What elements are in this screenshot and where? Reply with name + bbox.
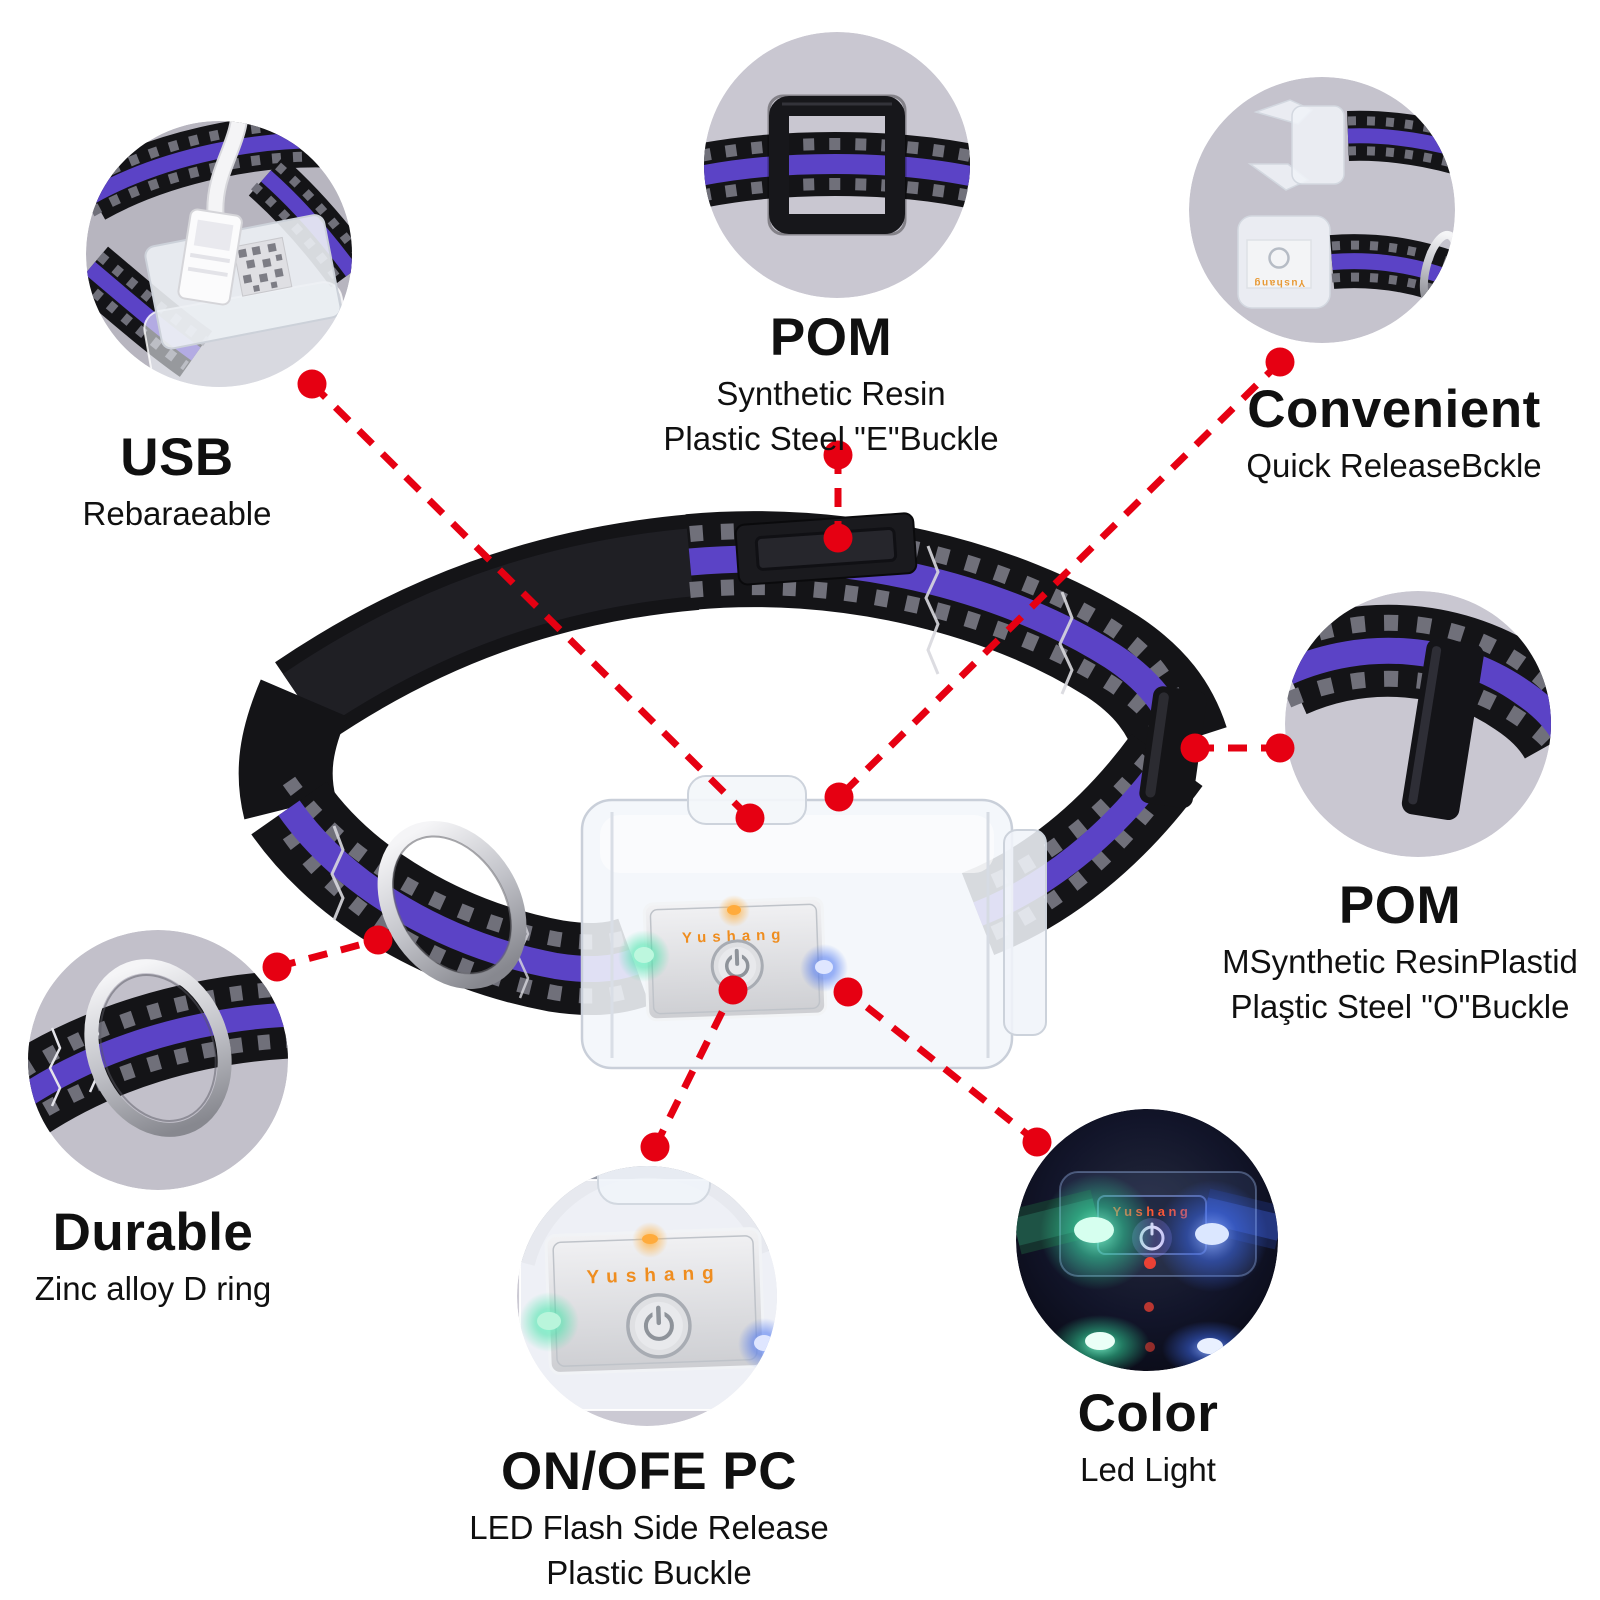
power-icon bbox=[1268, 247, 1290, 269]
leader-dot bbox=[262, 952, 292, 982]
usb-plug bbox=[177, 121, 249, 306]
power-icon bbox=[643, 1305, 674, 1341]
collar-strap-sheen bbox=[282, 528, 698, 731]
stitch-zigzag bbox=[48, 1027, 62, 1107]
leader-dots bbox=[262, 347, 1295, 1162]
usb-module bbox=[144, 214, 342, 350]
callout-pom-top-line1: Synthetic Resin bbox=[716, 375, 946, 413]
stitch-zigzag bbox=[1058, 591, 1074, 695]
male-buckle-half bbox=[1247, 99, 1345, 191]
brand-text: Yushang bbox=[682, 926, 787, 947]
callout-on-off-title: ON/OFE PC bbox=[500, 1442, 798, 1501]
callout-color: Color Led Light bbox=[1078, 1384, 1219, 1492]
inset-pom-slider-photo bbox=[704, 32, 970, 298]
usb-cable bbox=[208, 121, 247, 224]
leader-dot bbox=[823, 440, 853, 470]
leader-dot bbox=[824, 782, 854, 812]
brand-text-flipped: Yushang bbox=[1253, 277, 1305, 288]
blue-led bbox=[754, 1335, 774, 1351]
callout-durable-subtitle: Zinc alloy D ring bbox=[34, 1270, 272, 1308]
leader-line-convenient bbox=[836, 359, 1283, 800]
collar-photo: Yushang bbox=[238, 511, 1227, 1070]
blue-led bbox=[815, 960, 833, 974]
qr-pixels bbox=[237, 242, 284, 292]
callout-pom-top-line2: Plastic Steel "E"Buckle bbox=[663, 419, 999, 457]
green-led bbox=[634, 947, 654, 963]
female-buckle-half: Yushang bbox=[1237, 215, 1331, 309]
leader-dot bbox=[640, 1132, 670, 1162]
callout-on-off-line2: Plastic Buckle bbox=[546, 1553, 752, 1591]
d-ring bbox=[377, 821, 527, 989]
leader-dot bbox=[363, 925, 393, 955]
leader-dot bbox=[297, 369, 327, 399]
inset-usb-photo bbox=[86, 121, 352, 387]
stitch-zigzag bbox=[330, 825, 345, 921]
slider-buckle bbox=[734, 512, 918, 586]
brand-text: Yushang bbox=[586, 1263, 722, 1289]
callout-usb-subtitle: Rebaraeable bbox=[82, 495, 272, 533]
leader-line-durable bbox=[276, 936, 379, 971]
leader-dot bbox=[1180, 733, 1210, 763]
dring-webbing bbox=[28, 970, 288, 1136]
buckle-sheen bbox=[600, 815, 994, 873]
callout-on-off: ON/OFE PC LED Flash Side Release Plastic… bbox=[469, 1442, 829, 1594]
callout-convenient: Convenient Quick ReleaseBckle bbox=[1246, 380, 1541, 488]
inset-led-glow-photo: Yushang bbox=[1016, 1109, 1278, 1371]
red-led-dot bbox=[1144, 1302, 1154, 1312]
leader-line-usb bbox=[309, 381, 753, 821]
keeper-loop bbox=[1401, 638, 1484, 820]
leader-line-color bbox=[845, 989, 1040, 1145]
leader-dot bbox=[1265, 347, 1295, 377]
adjuster-buckle bbox=[1139, 686, 1207, 809]
callout-pom-top: POM Synthetic Resin Plastic Steel "E"Buc… bbox=[663, 308, 998, 460]
orange-led bbox=[642, 1234, 658, 1244]
orange-led bbox=[727, 905, 741, 915]
callout-pom-right-title: POM bbox=[1338, 876, 1462, 935]
leader-dot bbox=[1265, 733, 1295, 763]
inset-keeper-photo bbox=[1285, 591, 1551, 857]
leader-dot bbox=[735, 803, 765, 833]
inset-buckle-photo: Yushang bbox=[1189, 77, 1455, 343]
callout-color-subtitle: Led Light bbox=[1080, 1451, 1216, 1489]
inset-dring-photo bbox=[28, 930, 288, 1190]
stitch-zigzag bbox=[924, 545, 940, 675]
callout-convenient-subtitle: Quick ReleaseBckle bbox=[1246, 447, 1542, 485]
slider-webbing bbox=[704, 132, 970, 208]
leader-dot bbox=[1022, 1127, 1052, 1157]
callout-pom-right: POM MSynthetic ResinPlastid Plaştic Stee… bbox=[1222, 876, 1578, 1028]
callout-pom-top-title: POM bbox=[769, 308, 893, 367]
led-buckle: Yushang bbox=[580, 775, 1047, 1070]
inset-switch-photo: Yushang bbox=[517, 1166, 777, 1426]
collar-strap-left-fold bbox=[238, 679, 348, 820]
red-led-dot bbox=[1144, 1257, 1156, 1269]
callout-usb: USB Rebaraeable bbox=[83, 428, 272, 536]
leader-dot bbox=[823, 523, 853, 553]
callout-pom-right-line2: Plaştic Steel "O"Buckle bbox=[1230, 987, 1570, 1025]
callout-durable-title: Durable bbox=[52, 1203, 254, 1262]
green-led bbox=[537, 1312, 561, 1330]
buckle-male-head bbox=[1003, 829, 1047, 1036]
slider-frame bbox=[767, 94, 907, 236]
leader-line-on-off bbox=[651, 988, 737, 1149]
callout-on-off-line1: LED Flash Side Release bbox=[469, 1509, 829, 1547]
qr-code bbox=[232, 236, 293, 297]
leader-dot bbox=[833, 977, 863, 1007]
callout-durable: Durable Zinc alloy D ring bbox=[35, 1203, 272, 1311]
leader-dot bbox=[718, 975, 748, 1005]
red-led-dot bbox=[1145, 1342, 1155, 1352]
callout-usb-title: USB bbox=[120, 428, 234, 487]
callout-color-title: Color bbox=[1077, 1384, 1219, 1443]
callout-pom-right-line1: MSynthetic ResinPlastid bbox=[1222, 943, 1578, 981]
zinc-d-ring bbox=[84, 959, 232, 1137]
callout-convenient-title: Convenient bbox=[1247, 380, 1541, 439]
